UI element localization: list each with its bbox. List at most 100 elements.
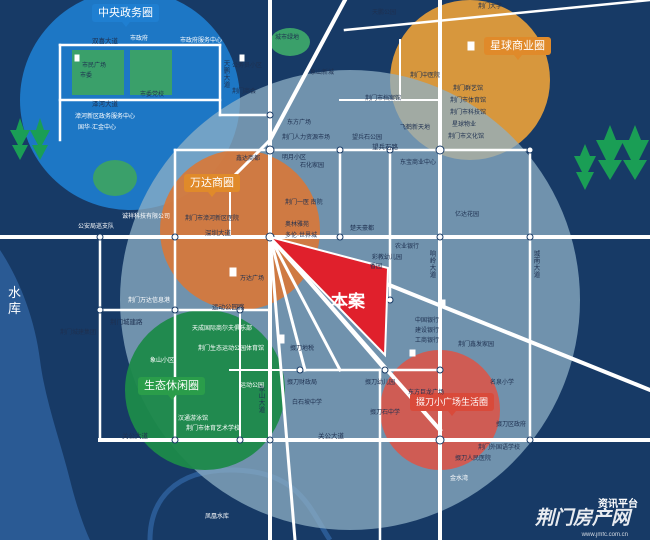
poi-label: 掇刀区政府 — [496, 422, 527, 428]
poi-label: 东方广场 — [287, 120, 312, 126]
zone-label-eco: 生态休闲圈 — [138, 377, 205, 400]
poi-label: 鑫达商都 — [236, 156, 261, 162]
road-label-yishui: 响岭大道 — [428, 250, 435, 278]
poi-label: 荆门市文化馆 — [448, 134, 485, 140]
poi-label: 市政府 — [130, 36, 149, 42]
zone-label-gov: 中央政务圈 — [92, 4, 159, 27]
tree-group-right — [574, 125, 649, 190]
park-north — [270, 28, 310, 56]
zone-label-life: 掇刀小广场生活圈 — [410, 393, 495, 416]
poi-label: 公安局巡支队 — [78, 224, 115, 230]
poi-label: 东方巨龙广场 — [408, 390, 445, 396]
road-label-xiangshan: 象山大道 — [257, 385, 264, 413]
poi-label: 荆门生态运动公园体育馆 — [198, 346, 265, 352]
reservoir-label-text: 水库 — [8, 285, 22, 316]
poi-label: 荆门商会 — [232, 89, 257, 95]
poi-label: 汉通游泳馆 — [178, 416, 209, 422]
zone-label-life-text: 掇刀小广场生活圈 — [416, 397, 489, 407]
poi-label: 楚天豪都 — [350, 226, 375, 232]
poi-label: 国华·汇金中心 — [78, 125, 116, 131]
road-label-guangong-2: 关公大道 — [318, 433, 344, 440]
poi-label: 掇刀财政局 — [287, 380, 318, 386]
poi-label: 荆门市档案馆 — [365, 96, 402, 102]
poi-label: 掇刀地税 — [290, 346, 315, 352]
poi-label: 中国银行 — [415, 318, 440, 324]
poi-label: 荆门市科技馆 — [450, 110, 487, 116]
eco-zone-circle — [125, 310, 285, 470]
reservoir-label: 水库 — [8, 285, 22, 317]
poi-label: 公务员小区 — [232, 63, 263, 69]
project-site — [266, 235, 390, 358]
road-label-chengnan: 城南大道 — [532, 250, 539, 278]
zone-label-wanda: 万达商圈 — [184, 174, 240, 197]
poi-label: 万达广场 — [240, 276, 265, 282]
poi-label: 运动公园 — [240, 383, 265, 389]
poi-label: 天鹏公园 — [372, 10, 397, 16]
poi-label: 荆门群艺馆 — [453, 86, 484, 92]
poi-label: 工商银行 — [415, 338, 440, 344]
building-icons — [74, 41, 475, 357]
poi-label: 荆门鑫发家园 — [458, 342, 495, 348]
poi-label: 亿达花园 — [455, 212, 480, 218]
park-greenbelt — [93, 160, 137, 196]
watermark-logo: 荆门房产网 — [534, 508, 630, 529]
poi-label: 天成国际商尔夫俱乐部 — [192, 326, 253, 332]
road-label-zehe: 泽河大道 — [92, 101, 118, 108]
poi-label: 市委党校 — [140, 92, 165, 98]
tree-group-left — [10, 118, 50, 160]
poi-label: 掇刀人民医院 — [455, 456, 492, 462]
poi-label: 荆门中医院 — [410, 73, 441, 79]
zone-label-commerce: 星球商业圈 — [484, 37, 551, 60]
poi-label: 城市绿地 — [275, 35, 300, 41]
poi-label: 市政府服务中心 — [180, 38, 223, 44]
reservoir-water — [0, 250, 90, 540]
poi-label: 荆门城建集团 — [60, 330, 97, 336]
park-block-2 — [130, 50, 172, 95]
poi-label: 奥林雅苑 — [285, 222, 310, 228]
poi-label: 市民广场 — [82, 63, 107, 69]
poi-label: 凤凰水库 — [205, 514, 230, 520]
poi-label: 白石坡中学 — [292, 400, 323, 406]
road-label-tianpeng: 天鹏大道 — [222, 60, 229, 88]
road-label-jiangjing: 荆门城建路 — [110, 319, 143, 326]
poi-label: 多伦·世界城 — [285, 233, 317, 239]
poi-label: 市委 — [80, 73, 93, 79]
poi-label: 荆门万达信息港 — [128, 298, 171, 304]
zone-label-commerce-text: 星球商业圈 — [490, 40, 545, 52]
poi-label: 石化家园 — [300, 163, 325, 169]
poi-label: 诚祥科技有限公司 — [122, 214, 171, 220]
poi-label: 象山小区 — [150, 358, 175, 364]
poi-label: 明月小区 — [282, 155, 307, 161]
road-label-wangbing: 望兵石路 — [372, 144, 398, 151]
poi-label: 漳河新区政务服务中心 — [75, 114, 136, 120]
poi-label: 荆门大学 — [478, 4, 503, 10]
road-label-shuangxi: 双喜大道 — [92, 38, 118, 45]
poi-label: 飞鹤新天地 — [400, 125, 431, 131]
poi-label: 望兵石公园 — [352, 135, 383, 141]
poi-label: 象山新城 — [310, 70, 335, 76]
road-label-yunshan: 运动公园路 — [212, 304, 245, 311]
poi-label: 建设银行 — [415, 328, 440, 334]
poi-label: 荆门市漳河新区医院 — [185, 216, 240, 222]
poi-label: 香园 — [370, 264, 383, 270]
road-label-shenzhen: 深圳大道 — [205, 230, 231, 237]
watermark-url: www.jmfc.com.cn — [581, 532, 628, 538]
poi-label: 荆门一医 南院 — [285, 200, 323, 206]
poi-label: 掇刀幼儿园 — [365, 380, 396, 386]
poi-label: 星球物业 — [452, 122, 477, 128]
project-label: 本案 — [331, 292, 365, 311]
poi-label: 农业银行 — [395, 244, 420, 250]
poi-label: 荆门市体育馆 — [450, 98, 487, 104]
poi-label: 彩教幼儿园 — [372, 255, 403, 261]
watermark-caption: 资讯平台 — [598, 499, 638, 510]
poi-label: 名泉小学 — [490, 380, 515, 386]
poi-label: 掇刀石中学 — [370, 410, 401, 416]
park-block-1 — [72, 50, 124, 95]
poi-label: 东宝商业中心 — [400, 160, 437, 166]
zone-label-wanda-text: 万达商圈 — [190, 177, 234, 189]
zone-label-eco-text: 生态休闲圈 — [144, 380, 199, 392]
zone-label-gov-text: 中央政务圈 — [98, 7, 153, 19]
poi-label: 荆门人力资源市场 — [282, 135, 331, 141]
